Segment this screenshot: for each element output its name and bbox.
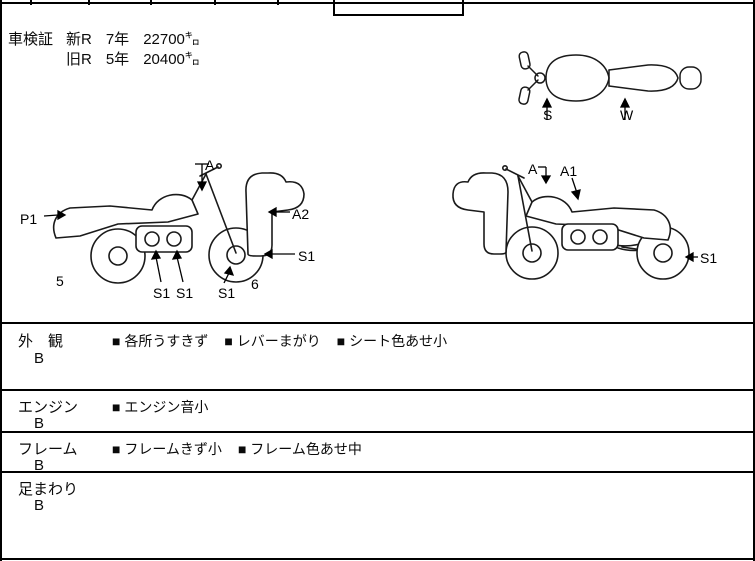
- shaken-odometer: 22700㌔: [143, 31, 200, 48]
- pointer-arrows: [538, 166, 698, 263]
- damage-code-s1: S1: [700, 250, 718, 266]
- shaken-era: 新R: [66, 31, 92, 48]
- sheet-border-bottom: [0, 558, 755, 560]
- section-grade: B: [34, 457, 45, 474]
- damage-code-6: 6: [251, 276, 259, 292]
- section-notes: ■ エンジン音小: [112, 397, 208, 417]
- shaken-row-new: 新R 7年 22700㌔: [66, 28, 200, 49]
- section-notes: ■ フレームきず小 ■ フレーム色あせ中: [112, 439, 362, 459]
- damage-code-s1: S1: [153, 285, 171, 301]
- section-title-undercarriage: 足まわり: [18, 481, 79, 498]
- sheet-border-left: [0, 0, 2, 561]
- pointer-arrows: [541, 97, 631, 120]
- shaken-year: 7年: [105, 31, 130, 48]
- damage-code-s: S: [543, 107, 553, 123]
- note-item: ■ シート色あせ小: [336, 333, 448, 349]
- section-divider: [0, 471, 755, 473]
- damage-code-5: 5: [56, 273, 64, 289]
- section-title-frame: フレーム: [18, 441, 78, 458]
- damage-code-p1: P1: [20, 211, 38, 227]
- section-divider: [0, 389, 755, 391]
- table-column-tick: [150, 0, 152, 5]
- table-column-tick: [88, 0, 90, 5]
- damage-code-w: W: [620, 107, 634, 123]
- section-grade: B: [34, 350, 45, 367]
- pointer-arrows: [43, 163, 295, 284]
- damage-code-a1: A1: [560, 163, 578, 179]
- motorcycle-right-side-drawing: [452, 165, 698, 280]
- shaken-era: 旧R: [66, 51, 92, 68]
- damage-code-a: A: [205, 157, 215, 173]
- damage-code-a2: A2: [292, 206, 310, 222]
- shaken-year: 5年: [105, 51, 130, 68]
- section-title-exterior: 外 観: [18, 333, 64, 350]
- note-item: ■ 各所うすきず: [112, 333, 209, 349]
- motorcycle-left-side-drawing: [43, 163, 305, 284]
- section-grade: B: [34, 497, 45, 514]
- note-item: ■ レバーまがり: [224, 333, 321, 349]
- damage-code-a: A: [528, 161, 538, 177]
- table-cell-border: [333, 0, 335, 15]
- section-title-engine: エンジン: [18, 399, 79, 416]
- damage-code-s1: S1: [218, 285, 236, 301]
- section-divider: [0, 431, 755, 433]
- divider: [0, 2, 755, 4]
- table-column-tick: [277, 0, 279, 5]
- note-item: ■ エンジン音小: [112, 399, 209, 415]
- sheet-border-right: [753, 0, 755, 561]
- note-item: ■ フレームきず小: [112, 441, 222, 457]
- shaken-title: 車検証: [8, 31, 54, 48]
- section-notes: ■ 各所うすきず ■ レバーまがり ■ シート色あせ小: [112, 331, 447, 351]
- motorcycle-top-view-drawing: [518, 51, 702, 120]
- damage-code-s1: S1: [298, 248, 316, 264]
- shaken-row-old: 旧R 5年 20400㌔: [66, 48, 200, 69]
- table-column-tick: [30, 0, 32, 5]
- damage-code-s1: S1: [176, 285, 194, 301]
- table-cell-border: [462, 0, 464, 15]
- shaken-odometer: 20400㌔: [143, 51, 200, 68]
- section-divider: [0, 322, 755, 324]
- note-item: ■ フレーム色あせ中: [237, 441, 362, 457]
- table-cell-border: [333, 14, 464, 16]
- section-grade: B: [34, 415, 45, 432]
- table-column-tick: [214, 0, 216, 5]
